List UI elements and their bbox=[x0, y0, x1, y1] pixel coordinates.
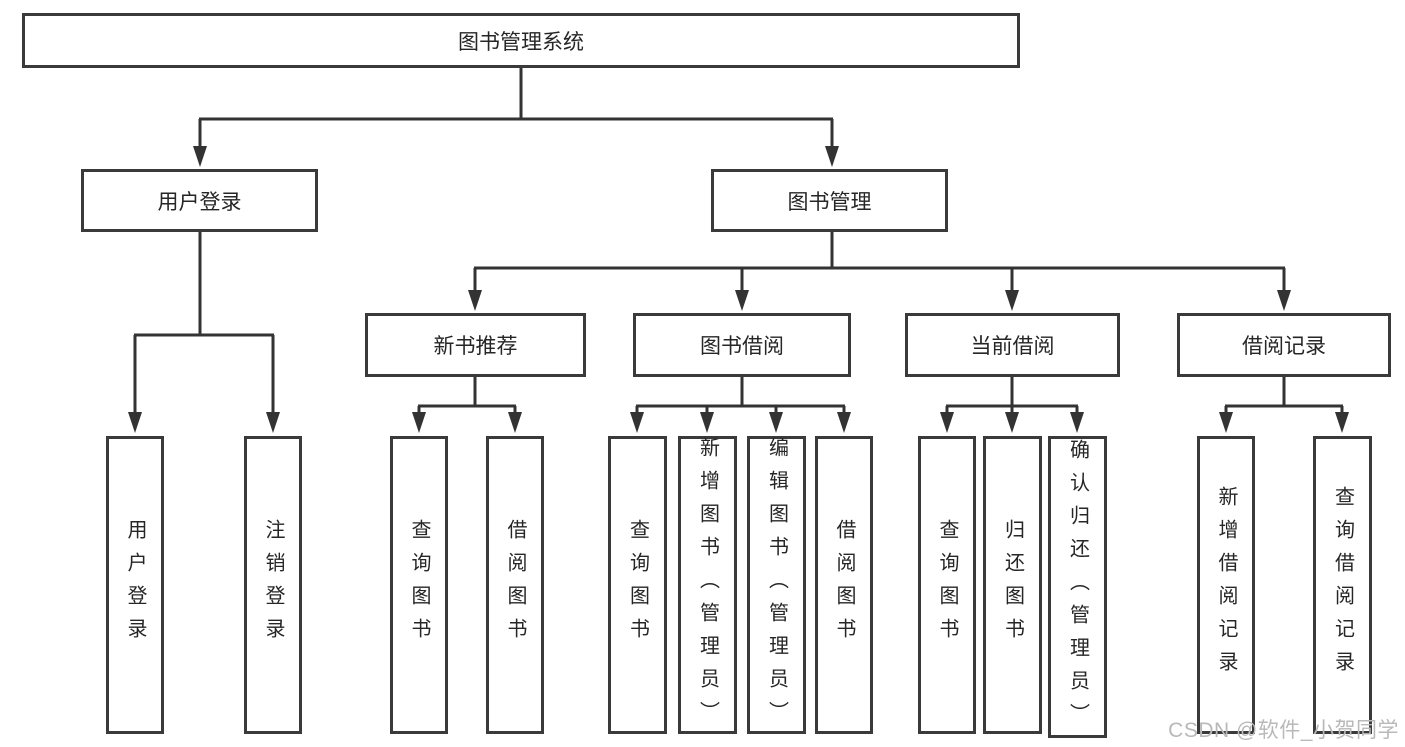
arrowheads-book-borrow bbox=[630, 412, 851, 433]
arrowhead-icon bbox=[700, 412, 714, 433]
arrowhead-icon bbox=[769, 412, 783, 433]
node-library-management-system: 图书管理系统 bbox=[22, 13, 1020, 68]
node-label: 新增图书（管理员） bbox=[696, 436, 719, 734]
arrowhead-icon bbox=[630, 412, 644, 433]
arrowhead-icon bbox=[1219, 412, 1233, 433]
node-label: 归还图书 bbox=[1001, 519, 1024, 651]
connector-borrow-records bbox=[1224, 377, 1344, 416]
node-label: 用户登录 bbox=[157, 190, 242, 214]
node-leaf-borrow-books-2: 借阅图书 bbox=[815, 436, 873, 734]
arrowheads-root bbox=[193, 146, 839, 167]
arrowhead-icon bbox=[735, 290, 749, 311]
arrowhead-icon bbox=[128, 412, 142, 433]
arrowhead-icon bbox=[1070, 412, 1084, 433]
node-leaf-query-borrow-record: 查询借阅记录 bbox=[1313, 436, 1372, 734]
node-user-login: 用户登录 bbox=[81, 169, 318, 232]
node-book-borrow: 图书借阅 bbox=[633, 313, 851, 377]
node-label: 新书推荐 bbox=[433, 335, 518, 358]
arrowhead-icon bbox=[1277, 290, 1291, 311]
node-leaf-query-books-2: 查询图书 bbox=[608, 436, 667, 734]
connector-current-borrow bbox=[945, 377, 1079, 416]
node-leaf-logout: 注销登录 bbox=[244, 436, 302, 734]
node-label: 当前借阅 bbox=[970, 335, 1055, 358]
arrowhead-icon bbox=[837, 412, 851, 433]
arrowhead-icon bbox=[468, 290, 482, 311]
arrowhead-icon bbox=[508, 412, 522, 433]
node-leaf-return-books: 归还图书 bbox=[983, 436, 1042, 734]
node-label: 注销登录 bbox=[262, 519, 284, 651]
arrowhead-icon bbox=[940, 412, 954, 433]
node-label: 图书管理系统 bbox=[458, 30, 584, 54]
node-label: 借阅图书 bbox=[833, 519, 855, 651]
node-leaf-add-books-admin: 新增图书（管理员） bbox=[678, 436, 737, 734]
arrowheads-user-login bbox=[128, 412, 280, 433]
node-label: 查询图书 bbox=[408, 519, 430, 651]
node-label: 查询图书 bbox=[936, 519, 958, 651]
node-book-management: 图书管理 bbox=[711, 169, 948, 232]
node-label: 确认归还（管理员） bbox=[1066, 438, 1089, 736]
arrowheads-book-management bbox=[468, 290, 1291, 311]
arrowhead-icon bbox=[193, 146, 207, 167]
node-new-book-recommend: 新书推荐 bbox=[365, 313, 586, 377]
connector-root bbox=[198, 68, 834, 150]
arrowhead-icon bbox=[1005, 412, 1019, 433]
node-label: 查询图书 bbox=[626, 519, 649, 651]
arrowhead-icon bbox=[1335, 412, 1349, 433]
node-label: 新增借阅记录 bbox=[1215, 486, 1237, 684]
node-label: 图书管理 bbox=[787, 190, 872, 214]
node-label: 用户登录 bbox=[124, 519, 146, 651]
node-current-borrow: 当前借阅 bbox=[905, 313, 1120, 377]
connector-new-book-recommend bbox=[417, 377, 517, 416]
node-leaf-add-borrow-record: 新增借阅记录 bbox=[1197, 436, 1255, 734]
node-label: 编辑图书（管理员） bbox=[765, 436, 788, 734]
arrowhead-icon bbox=[825, 146, 839, 167]
node-label: 借阅图书 bbox=[504, 519, 526, 651]
node-label: 查询借阅记录 bbox=[1331, 486, 1354, 684]
node-label: 图书借阅 bbox=[700, 335, 784, 358]
node-leaf-edit-books-admin: 编辑图书（管理员） bbox=[747, 436, 806, 734]
watermark: CSDN @软件_小贺同学 bbox=[1168, 719, 1399, 742]
arrowheads-new-book-recommend bbox=[412, 412, 522, 433]
node-leaf-query-books-1: 查询图书 bbox=[390, 436, 448, 734]
connector-book-borrow bbox=[635, 377, 846, 416]
node-label: 借阅记录 bbox=[1242, 335, 1326, 358]
connector-user-login bbox=[133, 232, 275, 416]
node-leaf-borrow-books-1: 借阅图书 bbox=[486, 436, 544, 734]
node-leaf-query-books-3: 查询图书 bbox=[918, 436, 976, 734]
node-borrow-records: 借阅记录 bbox=[1177, 313, 1391, 377]
arrowhead-icon bbox=[1005, 290, 1019, 311]
arrowheads-borrow-records bbox=[1219, 412, 1349, 433]
connector-book-management bbox=[473, 232, 1286, 293]
arrowhead-icon bbox=[266, 412, 280, 433]
node-leaf-user-login: 用户登录 bbox=[106, 436, 164, 734]
node-leaf-confirm-return-admin: 确认归还（管理员） bbox=[1048, 436, 1107, 738]
arrowheads-current-borrow bbox=[940, 412, 1084, 433]
arrowhead-icon bbox=[412, 412, 426, 433]
